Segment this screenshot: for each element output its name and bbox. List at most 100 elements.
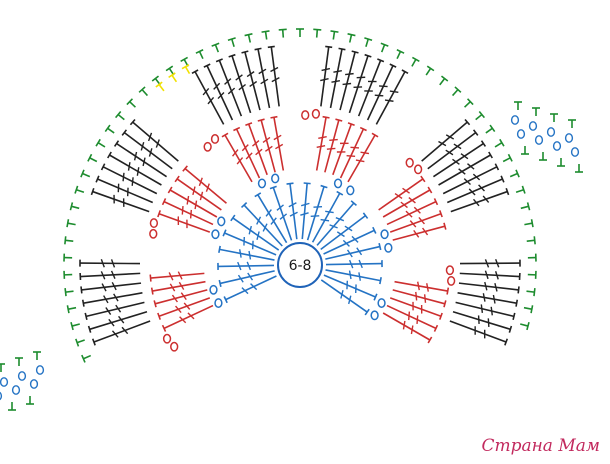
chain-stitch-loop — [370, 310, 379, 321]
single-crochet-stitch — [550, 113, 558, 122]
chain-stitch-loop — [311, 108, 321, 119]
double-crochet-stitch — [223, 275, 277, 304]
single-crochet-stitch — [15, 357, 23, 366]
double-crochet-stitch — [81, 291, 143, 307]
double-crochet-stitch — [386, 198, 439, 226]
double-crochet-stitch — [191, 69, 225, 125]
double-crochet-stitch — [107, 151, 162, 186]
chain-stitch-loop — [170, 341, 179, 352]
single-crochet-stitch — [66, 219, 76, 228]
chain-stitch-loop — [210, 134, 220, 144]
double-crochet-stitch — [153, 289, 208, 308]
double-crochet-stitch — [150, 280, 206, 295]
chain-stitch-loop — [257, 178, 267, 189]
double-crochet-stitch — [386, 304, 439, 332]
chain-stitch-loop — [35, 365, 45, 375]
double-crochet-stitch — [222, 229, 277, 256]
double-crochet-stitch — [438, 151, 493, 186]
chain-stitch-loop — [214, 298, 223, 308]
single-crochet-stitch — [64, 288, 74, 297]
double-crochet-stitch — [241, 50, 261, 111]
double-crochet-stitch — [339, 50, 359, 111]
double-crochet-stitch — [182, 165, 227, 204]
double-crochet-stitch — [228, 53, 252, 114]
double-crochet-stitch — [113, 140, 168, 178]
single-crochet-stitch — [527, 270, 537, 279]
chain-stitch-loop — [546, 127, 556, 137]
double-crochet-stitch — [316, 200, 357, 246]
single-crochet-stitch — [557, 158, 565, 167]
double-crochet-stitch — [270, 115, 285, 171]
single-crochet-stitch — [211, 42, 220, 53]
single-crochet-stitch — [313, 28, 322, 38]
single-crochet-stitch — [181, 63, 191, 75]
chain-stitch-loop — [516, 129, 526, 139]
double-crochet-stitch — [452, 311, 513, 333]
double-crochet-stitch — [161, 304, 214, 332]
single-crochet-stitch — [464, 98, 474, 108]
single-crochet-stitch — [330, 30, 339, 40]
double-crochet-stitch — [339, 126, 367, 179]
double-crochet-stitch — [215, 58, 243, 117]
double-crochet-stitch — [382, 186, 433, 218]
single-crochet-stitch — [26, 396, 34, 405]
single-crochet-stitch — [509, 169, 520, 178]
double-crochet-stitch — [87, 311, 148, 333]
chain-stitch-loop — [510, 115, 520, 125]
double-crochet-stitch — [449, 320, 509, 346]
row-blue-stitches — [209, 173, 393, 321]
chain-stitch-loop — [384, 242, 393, 253]
double-crochet-stitch — [218, 270, 275, 288]
row-black-stitches — [79, 45, 521, 346]
double-crochet-stitch — [347, 132, 379, 183]
double-crochet-stitch — [389, 297, 443, 320]
chain-stitch-loop — [29, 379, 39, 389]
double-crochet-stitch — [394, 280, 450, 295]
double-crochet-stitch — [217, 261, 275, 271]
chain-stitch-loop — [209, 284, 218, 295]
single-crochet-stitch — [475, 110, 486, 121]
single-crochet-stitch — [514, 101, 522, 110]
double-crochet-stitch — [459, 270, 521, 281]
single-crochet-stitch — [502, 153, 513, 163]
single-crochet-stitch — [195, 49, 204, 60]
single-crochet-stitch — [8, 402, 16, 411]
double-crochet-stitch — [457, 291, 519, 307]
single-crochet-stitch — [411, 56, 420, 67]
chain-stitch-loop — [11, 385, 21, 395]
double-crochet-stitch — [427, 129, 479, 170]
double-crochet-stitch — [455, 301, 516, 320]
chain-stitch-loop — [0, 377, 9, 387]
double-crochet-stitch — [320, 212, 369, 250]
chain-stitch-loop — [149, 218, 159, 229]
double-crochet-stitch — [91, 320, 151, 346]
double-crochet-stitch — [149, 271, 205, 282]
single-crochet-stitch — [33, 351, 41, 360]
double-crochet-stitch — [392, 289, 447, 308]
double-crochet-stitch — [323, 274, 378, 301]
single-crochet-stitch — [261, 30, 270, 40]
double-crochet-stitch — [233, 126, 261, 179]
single-crochet-stitch — [524, 219, 534, 228]
single-crochet-stitch — [527, 253, 537, 262]
chain-stitch-loop — [528, 121, 538, 131]
double-crochet-stitch — [320, 45, 333, 107]
single-crochet-stitch — [95, 138, 106, 148]
single-crochet-stitch — [364, 37, 373, 47]
double-crochet-stitch — [392, 222, 447, 241]
chain-stitch-loop — [447, 275, 456, 286]
double-crochet-stitch — [459, 259, 521, 268]
single-crochet-stitch — [74, 185, 85, 194]
chain-stitch-loop — [217, 216, 226, 227]
single-crochet-stitch — [75, 338, 85, 347]
double-crochet-stitch — [174, 175, 222, 211]
double-crochet-stitch — [320, 279, 370, 316]
chain-stitch-loop — [301, 110, 310, 121]
chain-stitch-loop — [333, 178, 343, 189]
single-crochet-stitch — [568, 119, 576, 128]
chain-stitch-loop — [405, 157, 414, 168]
double-crochet-stitch — [79, 270, 141, 281]
double-crochet-stitch — [366, 63, 397, 121]
single-crochet-stitch — [0, 363, 5, 373]
double-crochet-stitch — [157, 297, 211, 320]
